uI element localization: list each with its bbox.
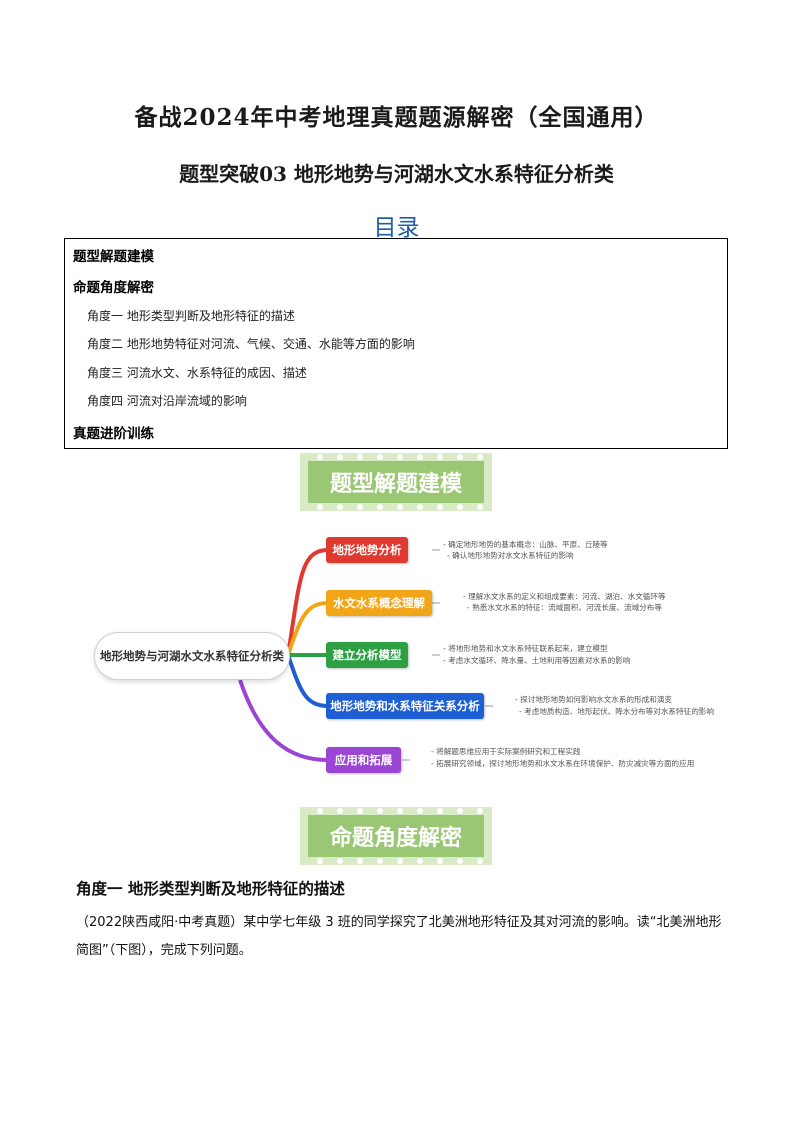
mind-map-leaf: - 拓展研究领域，探讨地形地势和水文水系在环境保护、防灾减灾等方面的应用 bbox=[431, 759, 695, 768]
mind-map-branch: 地形地势分析 bbox=[326, 537, 408, 563]
section-banner-modeling: 题型解题建模 bbox=[300, 453, 492, 511]
toc-item[interactable]: 真题进阶训练 bbox=[73, 426, 154, 442]
toc-item[interactable]: 角度一 地形类型判断及地形特征的描述 bbox=[87, 309, 295, 323]
mind-map-center: 地形地势与河湖水文水系特征分析类 bbox=[94, 632, 290, 680]
mind-map-leaf: - 确认地形地势对水文水系特征的影响 bbox=[447, 551, 574, 560]
toc-item[interactable]: 角度二 地形地势特征对河流、气候、交通、水能等方面的影响 bbox=[87, 337, 415, 351]
section-banner-angles: 命题角度解密 bbox=[300, 807, 492, 865]
mind-map-leaf: - 考虑水文循环、降水量、土地利用等因素对水系的影响 bbox=[443, 656, 631, 665]
mind-map-connectors bbox=[238, 548, 493, 762]
mind-map-leaf: - 探讨地形地势如何影响水文水系的形成和演变 bbox=[515, 695, 673, 704]
mind-map-branch: 水文水系概念理解 bbox=[326, 590, 432, 616]
document-subtitle: 题型突破03 地形地势与河湖水文水系特征分析类 bbox=[179, 162, 614, 186]
mind-map-leaf: - 考虑地质构造、地形起伏、降水分布等对水系特征的影响 bbox=[519, 707, 714, 716]
question-paragraph: （2022陕西咸阳·中考真题）某中学七年级 3 班的同学探究了北美洲地形特征及其… bbox=[76, 915, 722, 958]
mind-map-branch: 建立分析模型 bbox=[326, 642, 408, 668]
toc-item[interactable]: 命题角度解密 bbox=[73, 280, 154, 296]
table-of-contents: 题型解题建模 命题角度解密 角度一 地形类型判断及地形特征的描述 角度二 地形地… bbox=[64, 238, 728, 449]
mind-map-leaf: - 理解水文水系的定义和组成要素：河流、湖泊、水文循环等 bbox=[463, 592, 666, 601]
mind-map-leaf: - 确定地形地势的基本概念：山脉、平原、丘陵等 bbox=[443, 540, 608, 549]
document-title: 备战2024年中考地理真题题源解密（全国通用） bbox=[134, 104, 659, 131]
mind-map-leaf: - 将地形地势和水文水系特征联系起来，建立模型 bbox=[443, 644, 608, 653]
banner-text: 命题角度解密 bbox=[330, 825, 462, 851]
banner-text: 题型解题建模 bbox=[330, 471, 463, 497]
section-heading: 角度一 地形类型判断及地形特征的描述 bbox=[76, 879, 345, 898]
mind-map-branch: 应用和拓展 bbox=[326, 747, 401, 773]
toc-item[interactable]: 题型解题建模 bbox=[73, 249, 154, 265]
mind-map-branch: 地形地势和水系特征关系分析 bbox=[326, 693, 484, 719]
toc-heading: 目录 bbox=[373, 215, 420, 241]
mind-map-leaf: - 将解题思维应用于实际案例研究和工程实践 bbox=[431, 747, 581, 756]
toc-item[interactable]: 角度三 河流水文、水系特征的成因、描述 bbox=[87, 366, 307, 380]
mind-map-leaf: - 熟悉水文水系的特征：流域面积、河流长度、流域分布等 bbox=[467, 603, 662, 612]
toc-item[interactable]: 角度四 河流对沿岸流域的影响 bbox=[87, 394, 247, 408]
